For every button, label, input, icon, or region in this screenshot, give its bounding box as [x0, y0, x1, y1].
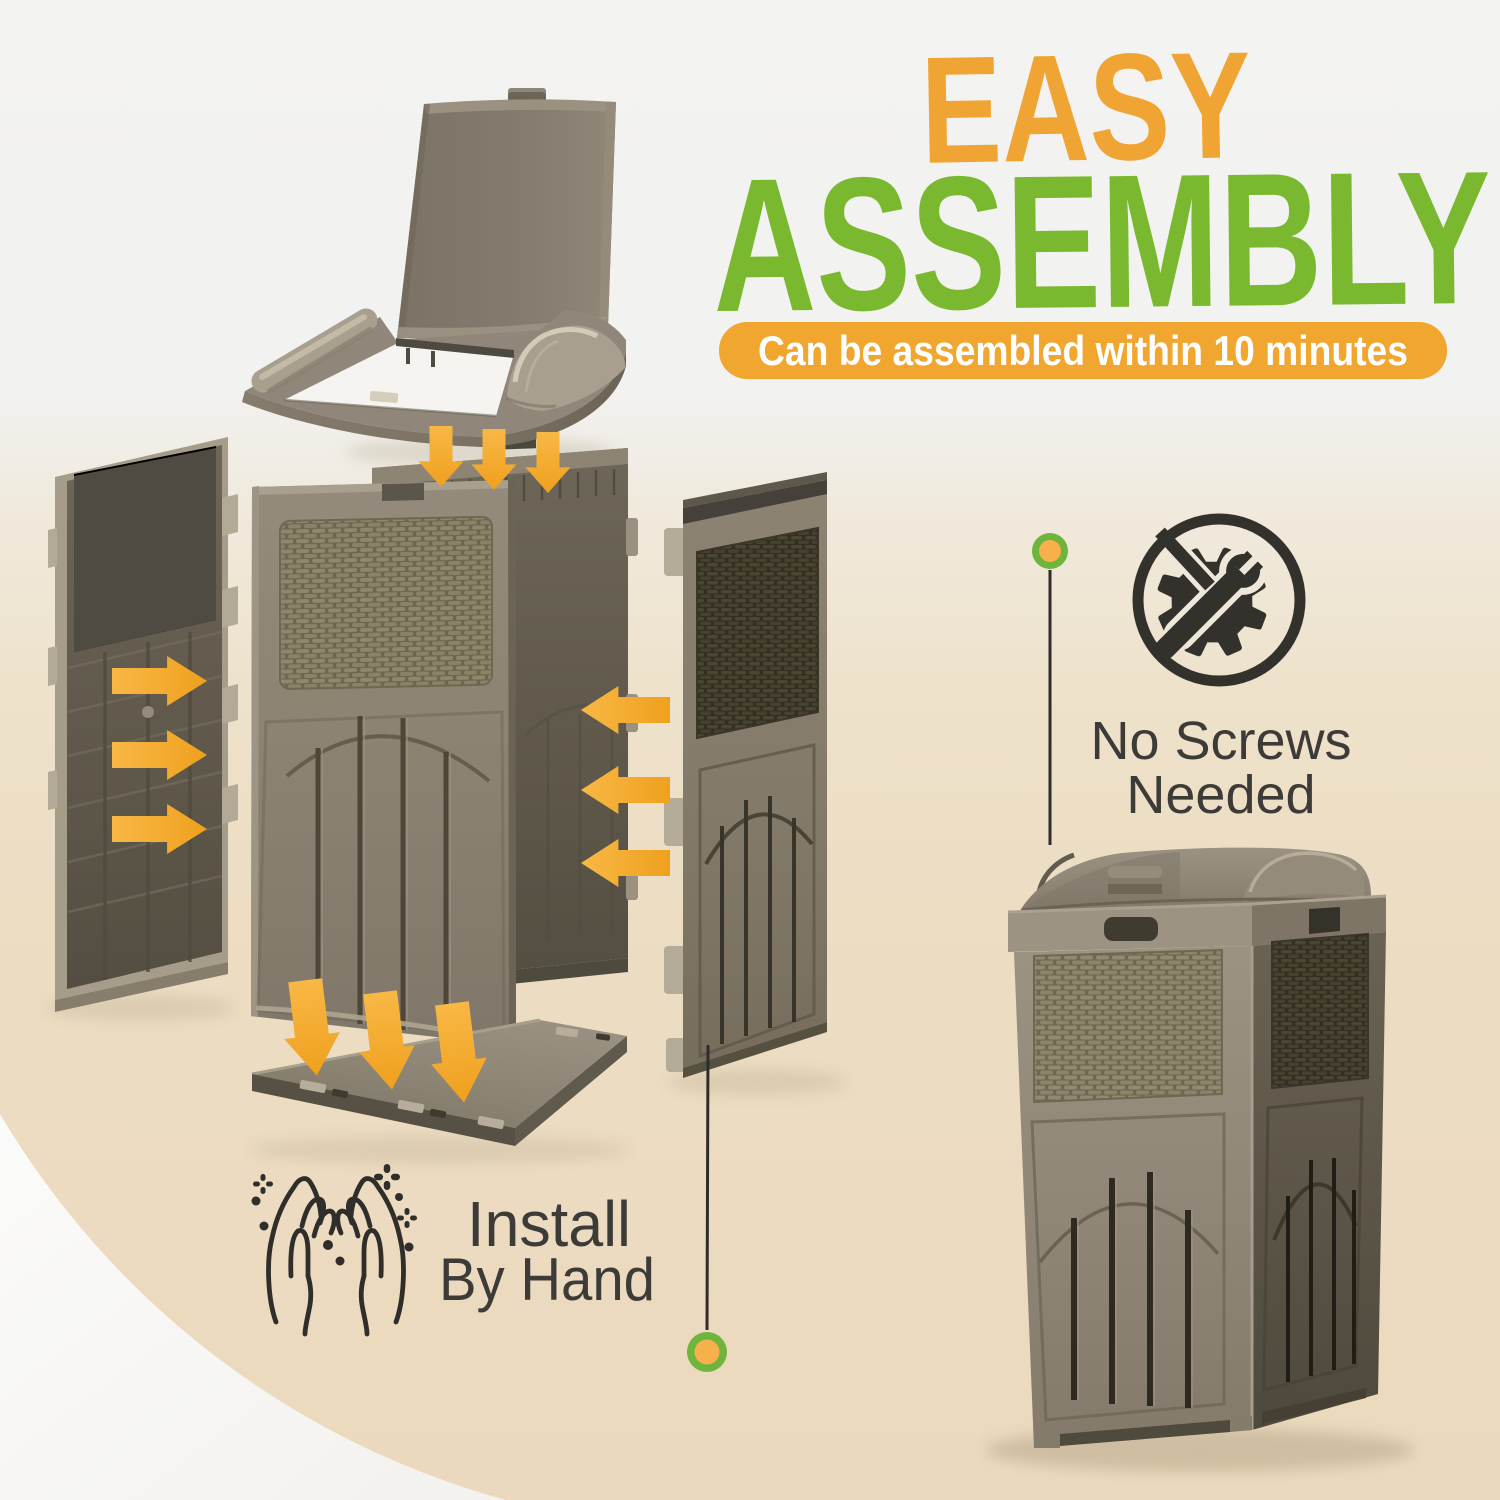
svg-text:Needed: Needed	[1126, 765, 1315, 825]
svg-text:ASSEMBLY: ASSEMBLY	[712, 132, 1492, 352]
svg-text:Install: Install	[467, 1188, 631, 1260]
svg-text:Can be assembled within 10 min: Can be assembled within 10 minutes	[758, 327, 1408, 374]
svg-text:EASY: EASY	[919, 20, 1252, 196]
svg-text:No Screws: No Screws	[1090, 711, 1351, 771]
svg-text:By Hand: By Hand	[439, 1246, 655, 1313]
